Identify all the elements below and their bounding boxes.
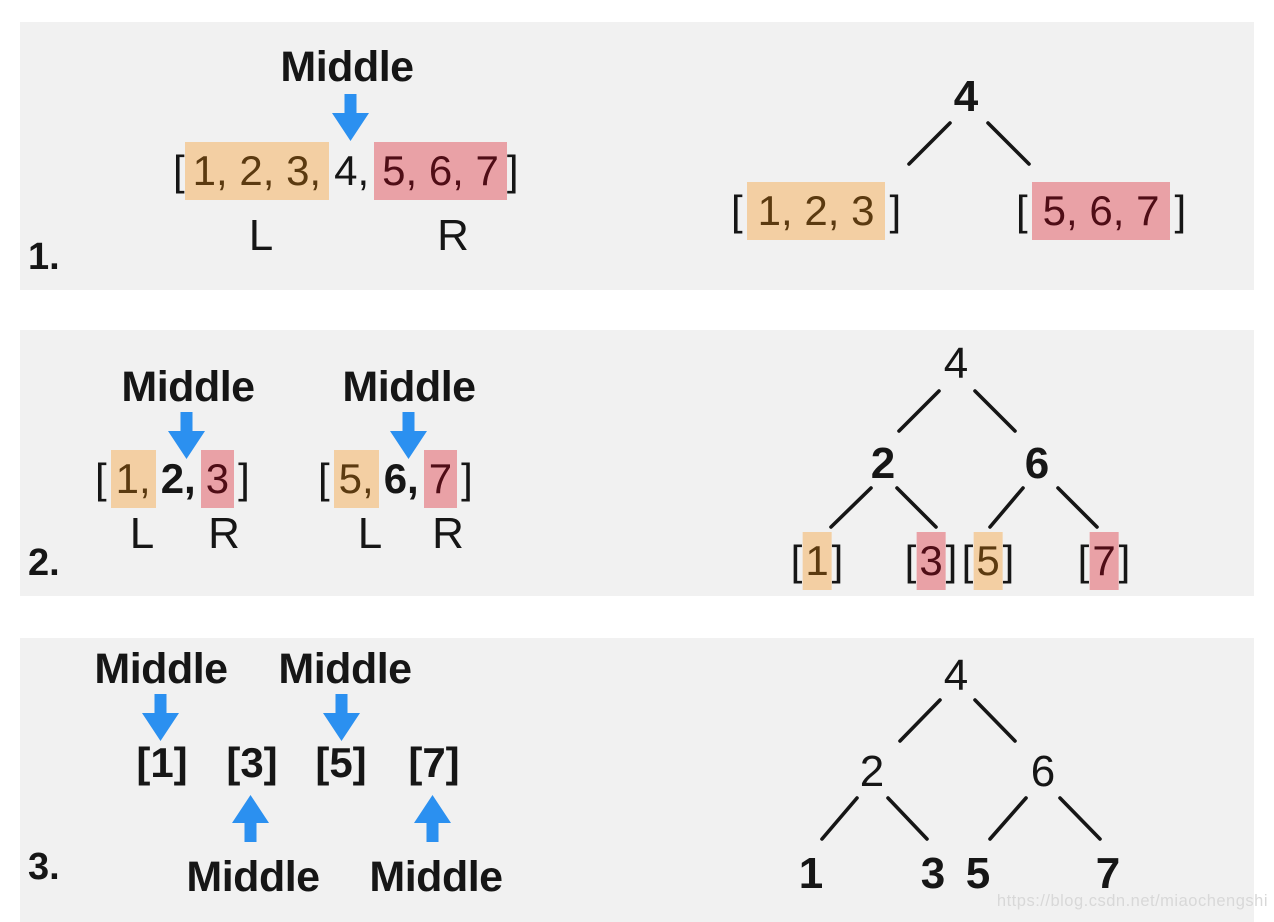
close-bracket: ] (238, 455, 250, 502)
close-bracket: ] (506, 147, 519, 194)
step3-tree-left-child: 2 (859, 747, 885, 796)
close-bracket: ] (445, 739, 460, 786)
open-bracket: [ (173, 147, 185, 194)
open-bracket: [ (790, 537, 803, 584)
middle-value: 4, (334, 147, 370, 194)
left-element-highlight: 5, (333, 450, 379, 508)
right-element-highlight: 3 (200, 450, 235, 508)
step2-right-pointer-a: R (208, 509, 240, 558)
close-bracket: ] (889, 187, 902, 234)
step3-singleton-3: [ 3 ] (226, 742, 277, 784)
left-subarray-highlight: 1, 2, 3 (746, 182, 886, 240)
step2-right-pointer-b: R (432, 509, 464, 558)
step3-tree-leaf-3: 3 (920, 849, 946, 898)
step2-left-pointer-a: L (129, 509, 155, 558)
open-bracket: [ (408, 739, 423, 786)
step3-middle-label-5: Middle (278, 645, 412, 693)
step3-middle-label-3: Middle (186, 853, 320, 901)
down-arrow-icon (390, 412, 427, 459)
left-element-highlight: 1, (110, 450, 156, 508)
step2-number: 2. (28, 542, 60, 584)
leaf-highlight: 7 (1089, 532, 1119, 590)
step3-tree-leaf-7: 7 (1095, 849, 1121, 898)
close-bracket: ] (1174, 187, 1187, 234)
open-bracket: [ (136, 739, 151, 786)
close-bracket: ] (945, 537, 958, 584)
step3-tree-leaf-5: 5 (965, 849, 991, 898)
open-bracket: [ (315, 739, 330, 786)
close-bracket: ] (352, 739, 367, 786)
leaf-highlight: 3 (916, 532, 946, 590)
open-bracket: [ (904, 537, 917, 584)
middle-value: 2, (160, 455, 196, 502)
up-arrow-icon (414, 795, 451, 842)
step2-middle-label-b: Middle (342, 363, 476, 411)
down-arrow-icon (142, 694, 179, 741)
step3-singleton-7: [ 7 ] (408, 742, 459, 784)
close-bracket: ] (263, 739, 278, 786)
step3-middle-label-1: Middle (94, 645, 228, 693)
leaf-highlight: 5 (973, 532, 1003, 590)
right-subarray-highlight: 5, 6, 7 (1031, 182, 1171, 240)
open-bracket: [ (731, 187, 743, 234)
close-bracket: ] (831, 537, 844, 584)
step1-left-pointer-label: L (248, 211, 274, 260)
step2-leaf-1: [ 1 ] (790, 532, 844, 590)
open-bracket: [ (1077, 537, 1090, 584)
step2-array-a: [ 1, 2, 3 ] (95, 450, 250, 508)
step3-tree-root: 4 (943, 651, 969, 700)
leaf-highlight: 1 (802, 532, 832, 590)
step1-middle-label: Middle (280, 43, 414, 91)
step1-right-subarray: [ 5, 6, 7 ] (1016, 182, 1186, 240)
singleton-value: 7 (422, 739, 446, 786)
open-bracket: [ (961, 537, 974, 584)
singleton-value: 3 (240, 739, 264, 786)
down-arrow-icon (323, 694, 360, 741)
left-subarray-highlight: 1, 2, 3, (184, 142, 330, 200)
step2-middle-label-a: Middle (121, 363, 255, 411)
right-subarray-highlight: 5, 6, 7 (374, 142, 507, 200)
step2-tree-left-child: 2 (870, 439, 896, 488)
step3-tree-right-child: 6 (1030, 747, 1056, 796)
down-arrow-icon (332, 94, 369, 141)
step3-panel: 3. (20, 638, 1254, 922)
step3-number: 3. (28, 846, 60, 888)
step1-left-subarray: [ 1, 2, 3 ] (731, 182, 901, 240)
step3-middle-label-7: Middle (369, 853, 503, 901)
step3-singleton-1: [ 1 ] (136, 742, 187, 784)
step2-tree-right-child: 6 (1024, 439, 1050, 488)
open-bracket: [ (95, 455, 107, 502)
close-bracket: ] (173, 739, 188, 786)
up-arrow-icon (232, 795, 269, 842)
csdn-watermark: https://blog.csdn.net/miaochengshi (996, 892, 1268, 910)
singleton-value: 1 (150, 739, 174, 786)
step3-singleton-5: [ 5 ] (315, 742, 366, 784)
step2-leaf-7: [ 7 ] (1077, 532, 1131, 590)
close-bracket: ] (1002, 537, 1015, 584)
step1-array: [ 1, 2, 3, 4, 5, 6, 7 ] (173, 142, 519, 200)
close-bracket: ] (1118, 537, 1131, 584)
step1-right-pointer-label: R (437, 211, 469, 260)
right-element-highlight: 7 (423, 450, 458, 508)
open-bracket: [ (226, 739, 241, 786)
singleton-value: 5 (329, 739, 353, 786)
step2-array-b: [ 5, 6, 7 ] (318, 450, 473, 508)
open-bracket: [ (318, 455, 330, 502)
step1-tree-root: 4 (953, 72, 979, 121)
step2-tree-root: 4 (943, 339, 969, 388)
open-bracket: [ (1016, 187, 1028, 234)
step3-tree-leaf-1: 1 (798, 849, 824, 898)
step2-leaf-3: [ 3 ] (904, 532, 958, 590)
close-bracket: ] (461, 455, 473, 502)
down-arrow-icon (168, 412, 205, 459)
middle-value: 6, (383, 455, 419, 502)
step2-leaf-5: [ 5 ] (961, 532, 1015, 590)
step2-left-pointer-b: L (357, 509, 383, 558)
step1-number: 1. (28, 236, 60, 278)
